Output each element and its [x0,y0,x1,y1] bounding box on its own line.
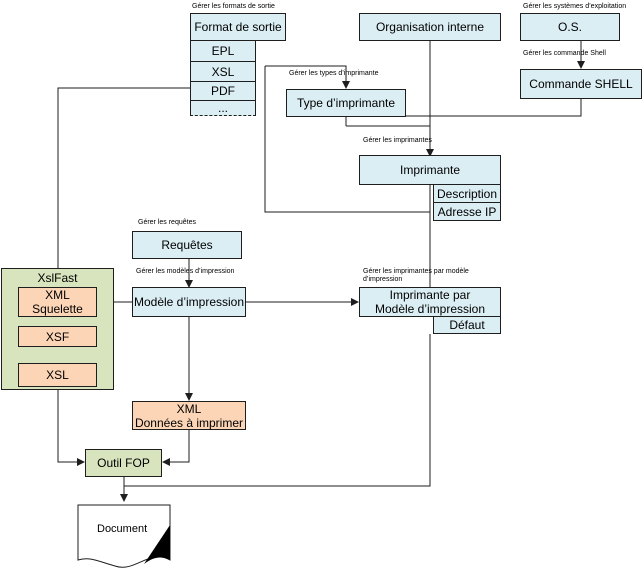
outil-fop-box[interactable]: Outil FOP [85,449,162,477]
format-to-imprimante-line [264,66,430,213]
format-pdf-item[interactable]: PDF [190,81,256,101]
imprimante-box[interactable]: Imprimante [359,155,501,185]
xml-donnees-to-fop-arrow [162,430,190,466]
label-imprimantes: Gérer les imprimantes [363,137,432,144]
requetes-box[interactable]: Requêtes [132,231,242,259]
os-box[interactable]: O.S. [520,13,620,41]
imprimante-description-field[interactable]: Description [433,184,501,203]
label-types-imprimante: Gérer les types d’imprimante [289,70,379,77]
imprimante-modele-to-document-line [124,334,431,487]
label-commande-shell: Gérer les commande Shell [523,50,606,57]
label-modeles: Gérer les modèles d’impression [136,268,235,275]
document-shape [77,504,171,568]
xsf-box[interactable]: XSF [18,326,97,347]
shell-to-type-line [346,98,582,117]
format-epl-item[interactable]: EPL [190,40,256,62]
commande-shell-box[interactable]: Commande SHELL [520,69,642,99]
pdf-to-fop-line [57,87,190,268]
imprimante-adresse-ip-field[interactable]: Adresse IP [433,202,501,221]
document-label: Document [97,523,148,535]
label-systemes: Gérer les systèmes d’exploitation [523,3,627,10]
imprimante-par-modele-box[interactable]: Imprimante par Modèle d’impression [359,287,501,317]
type-imprimante-box[interactable]: Type d’imprimante [286,89,406,117]
imprimante-par-modele-defaut-field[interactable]: Défaut [433,316,501,334]
label-requetes: Gérer les requêtes [138,219,196,226]
label-formats: Gérer les formats de sortie [192,3,275,10]
xsl-box[interactable]: XSL [18,363,97,387]
format-to-type-arrow [265,65,350,89]
xslfast-title: XslFast [37,271,78,285]
type-to-imprimante-arrow [346,125,434,157]
label-imprimantes-par-modele: Gérer les imprimantes par modèle d’impre… [363,268,469,283]
format-sortie-box[interactable]: Format de sortie [190,13,286,41]
format-more-item[interactable]: ... [190,100,256,116]
format-xsl-item[interactable]: XSL [190,61,256,82]
xml-squelette-box[interactable]: XML Squelette [18,287,97,317]
xsl-to-fop-arrow [57,387,85,466]
xml-donnees-box[interactable]: XML Données à imprimer [132,401,246,430]
organisation-interne-box[interactable]: Organisation interne [359,13,501,41]
modele-impression-box[interactable]: Modèle d’impression [132,287,246,317]
